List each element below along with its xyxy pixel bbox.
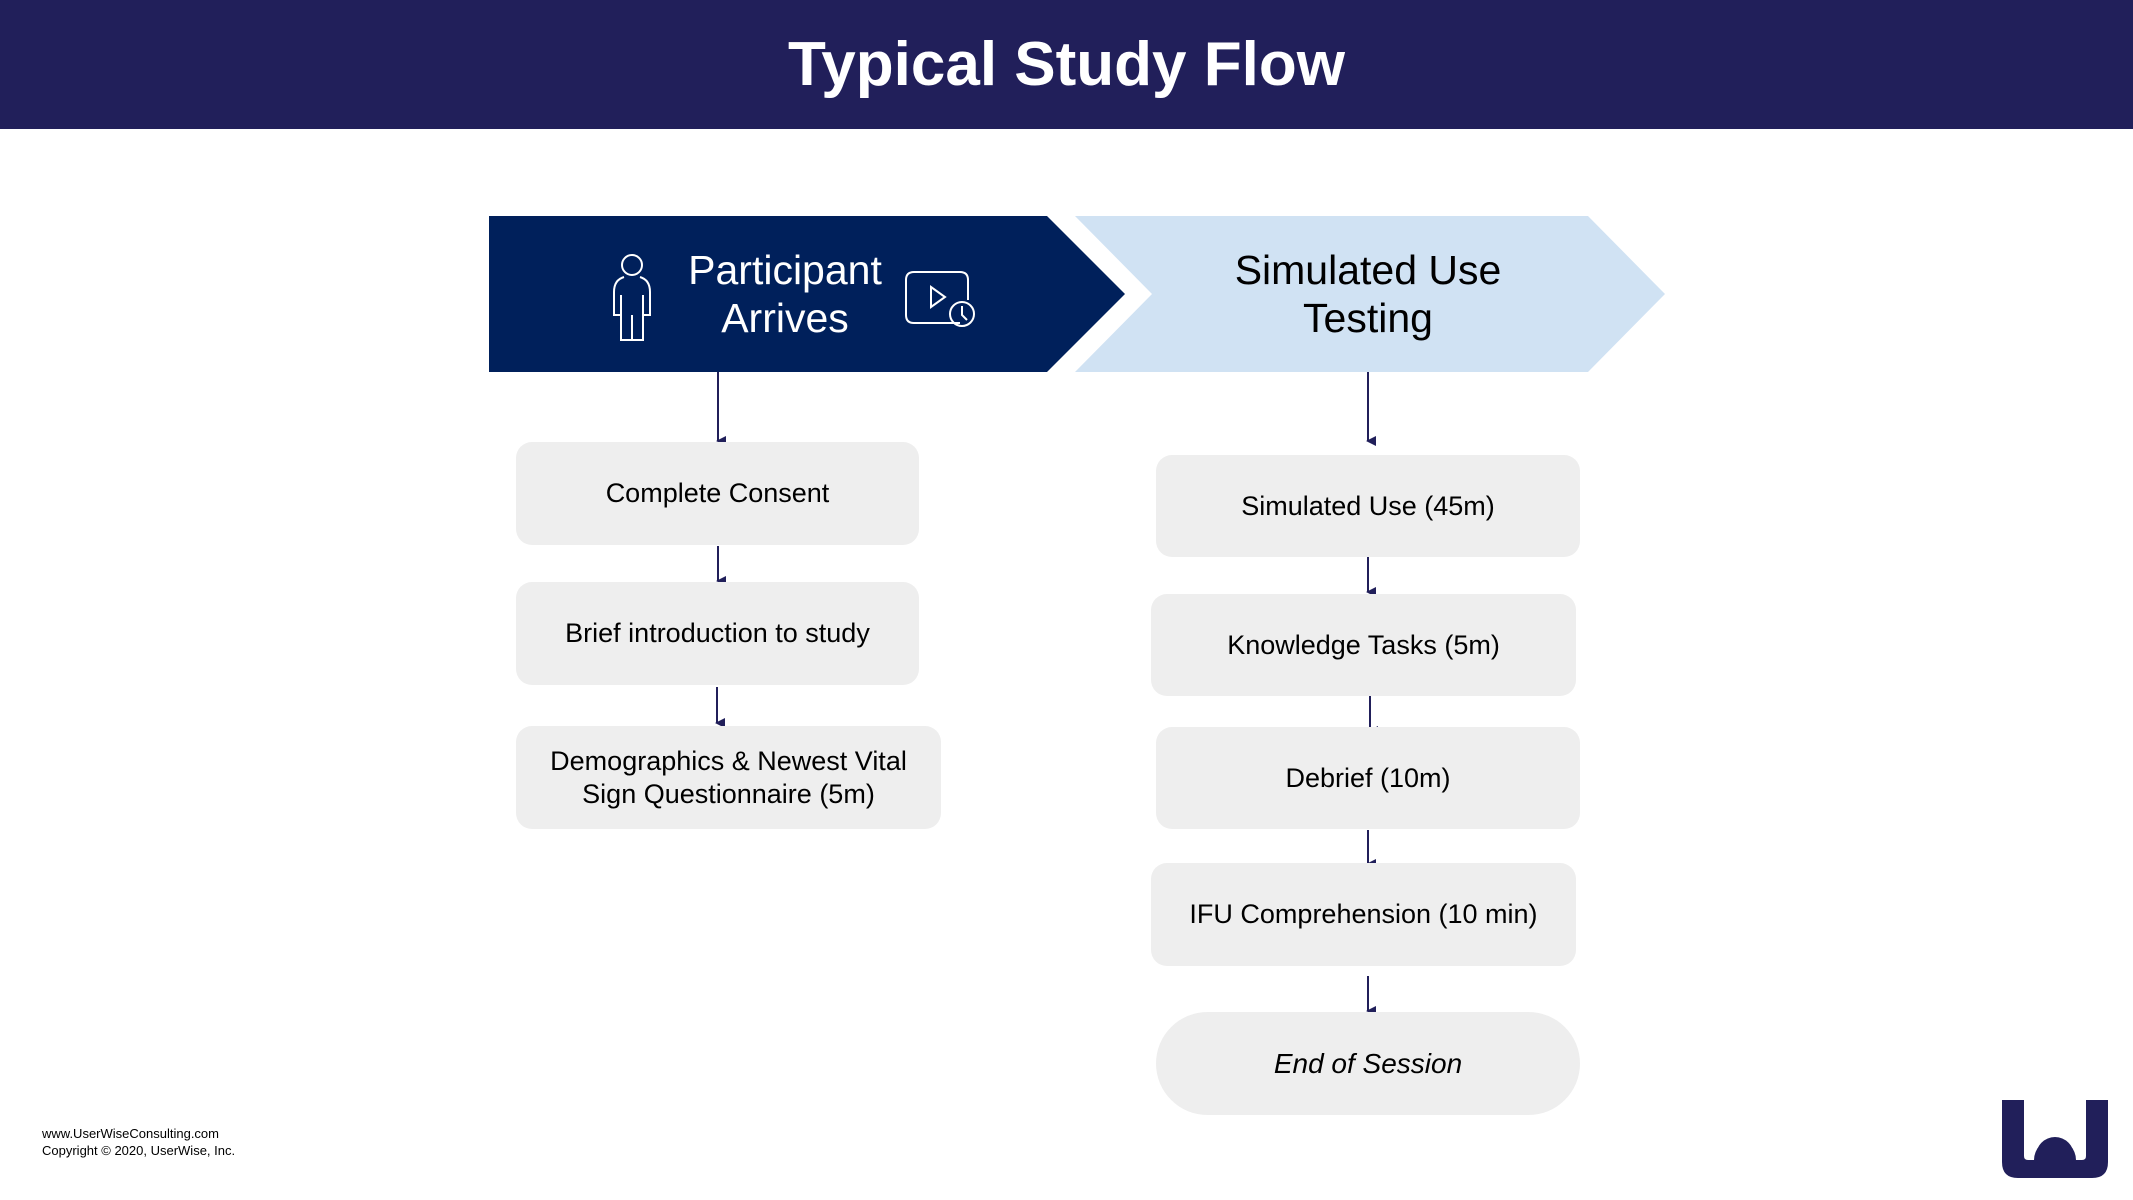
phase-label-line: Arrives (721, 295, 849, 341)
phase-label-participant-arrives: Participant Arrives (660, 246, 910, 342)
step-label: Demographics & Newest Vital (550, 745, 907, 776)
phase-label-line: Participant (688, 247, 882, 293)
step-label: End of Session (1273, 1048, 1463, 1079)
step-ifu-comprehension: IFU Comprehension (10 min) (1151, 863, 1576, 966)
page-title: Typical Study Flow (788, 30, 1345, 99)
header-bar (0, 0, 2133, 129)
copyright-text: Copyright © 2020, UserWise, Inc. (42, 1143, 236, 1158)
step-brief-introduction: Brief introduction to study (516, 582, 919, 685)
step-label: Brief introduction to study (565, 618, 870, 648)
userwise-logo-icon (2002, 1100, 2108, 1178)
phase-label-line: Simulated Use (1234, 247, 1502, 293)
step-knowledge-tasks: Knowledge Tasks (5m) (1151, 594, 1576, 696)
phase-label-line: Testing (1303, 295, 1433, 341)
step-label: Debrief (10m) (1285, 762, 1451, 793)
step-end-of-session: End of Session (1156, 1012, 1580, 1115)
step-label: Complete Consent (605, 478, 830, 508)
step-simulated-use: Simulated Use (45m) (1156, 455, 1580, 557)
phase-label-simulated-use-testing: Simulated Use Testing (1168, 246, 1568, 342)
step-label: Knowledge Tasks (5m) (1227, 629, 1500, 660)
step-complete-consent: Complete Consent (516, 442, 919, 545)
phase-chevron-participant-arrives (489, 216, 1125, 372)
website-link[interactable]: www.UserWiseConsulting.com (42, 1126, 219, 1141)
step-debrief: Debrief (10m) (1156, 727, 1580, 829)
phase-chevron-simulated-use (1075, 216, 1665, 372)
step-demographics-questionnaire: Demographics & Newest Vital Sign Questio… (516, 726, 941, 829)
step-label: Simulated Use (45m) (1241, 490, 1495, 521)
person-icon (613, 254, 651, 341)
video-clock-icon (905, 271, 975, 327)
step-label: IFU Comprehension (10 min) (1189, 899, 1538, 929)
footer: www.UserWiseConsulting.com Copyright © 2… (42, 1125, 235, 1159)
step-label: Sign Questionnaire (5m) (582, 778, 875, 809)
